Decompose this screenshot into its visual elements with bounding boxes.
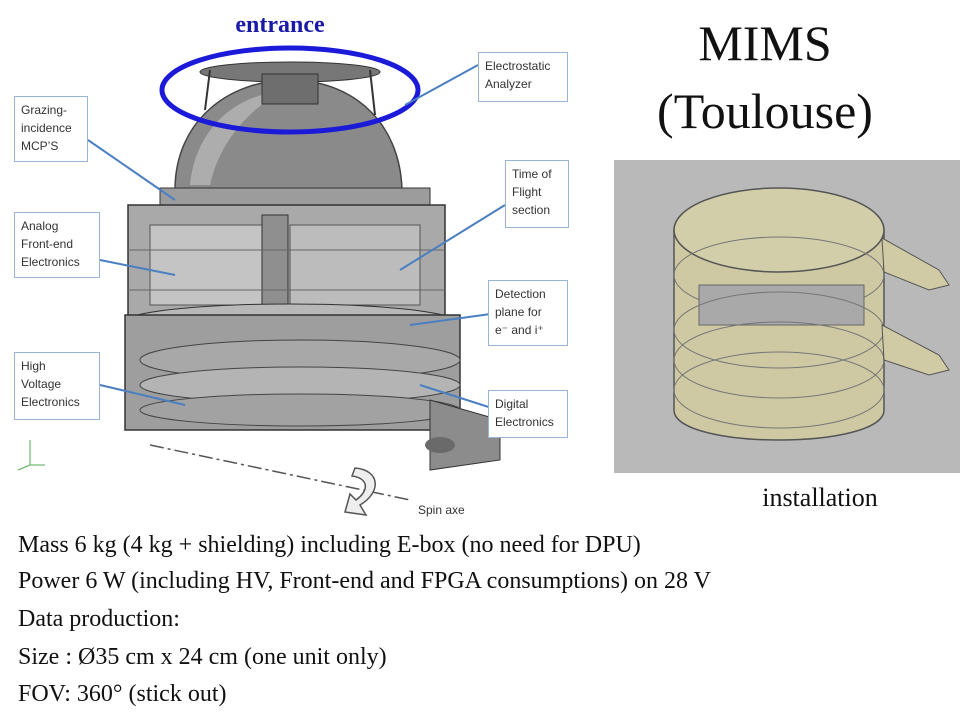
callout-grazing-mcps: Grazing- incidence MCP’S [14,96,88,162]
installation-illustration [614,160,960,473]
installation-caption: installation [762,483,878,512]
spec-size: Size : Ø35 cm x 24 cm (one unit only) [18,644,387,670]
spin-arrow [344,467,376,516]
slide-title-line2: (Toulouse) [657,83,873,139]
callout-time-of-flight: Time of Flight section [505,160,569,228]
entrance-ring [159,45,421,135]
callout-arrows [87,64,506,411]
entrance-label: entrance [235,12,325,38]
callout-digital-electronics: Digital Electronics [488,390,568,438]
spec-fov: FOV: 360° (stick out) [18,681,227,707]
central-shaft [261,214,289,316]
slide-title-line1: MIMS [698,15,832,71]
spec-power: Power 6 W (including HV, Front-end and F… [18,568,711,594]
callout-analog-front-end: Analog Front-end Electronics [14,212,100,278]
spec-data-production: Data production: [18,606,180,632]
spin-axe-label: Spin axe [418,503,465,517]
callout-high-voltage: High Voltage Electronics [14,352,100,420]
callout-electrostatic-analyzer: Electrostatic Analyzer [478,52,568,102]
dome-highlight [190,92,280,185]
coordinate-axes-icon [17,440,45,471]
esa-hub [261,73,319,105]
callout-detection-plane: Detection plane for e⁻ and i⁺ [488,280,568,346]
spin-axis [149,444,411,501]
installation-render [614,160,960,473]
spec-mass: Mass 6 kg (4 kg + shielding) including E… [18,532,641,558]
instrument-cutaway-drawing [17,45,506,516]
